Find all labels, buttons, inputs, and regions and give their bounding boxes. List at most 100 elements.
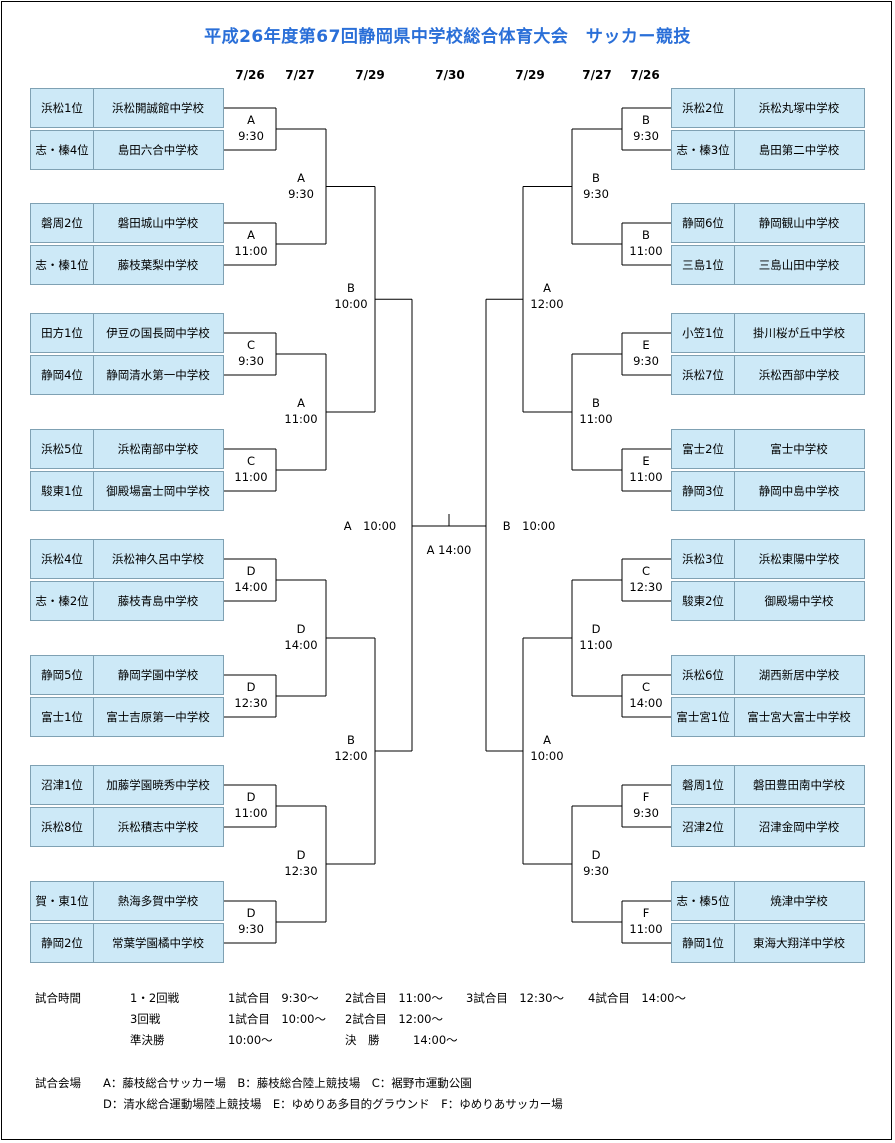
match-venue: D	[246, 680, 256, 694]
match-venue: D	[296, 848, 306, 862]
match-venue: B	[592, 396, 600, 410]
match-time: 9:30	[238, 129, 264, 143]
footer-venue-line2: D：清水総合運動場陸上競技場 E：ゆめりあ多目的グラウンド F：ゆめりあサッカー…	[103, 1097, 563, 1111]
team-school: 三島山田中学校	[758, 258, 840, 272]
team-school: 静岡学園中学校	[117, 668, 199, 682]
team-school: 加藤学園暁秀中学校	[106, 778, 210, 792]
footer-round3-game2: 2試合目 12:00～	[345, 1012, 443, 1026]
match-venue: D	[246, 790, 256, 804]
team-row: 浜松4位浜松神久呂中学校	[30, 539, 224, 579]
team-row: 静岡5位静岡学園中学校	[30, 655, 224, 695]
team-school: 浜松東陽中学校	[758, 552, 840, 566]
team-rank: 志・榛3位	[672, 131, 735, 169]
match-venue: B	[642, 228, 650, 242]
team-school: 富士中学校	[770, 442, 828, 456]
team-school: 浜松開誠館中学校	[112, 101, 204, 115]
team-rank: 駿東2位	[672, 582, 735, 620]
team-row: 浜松6位 湖西新居中学校	[671, 655, 865, 695]
match-venue: C	[246, 338, 256, 352]
date-right-round3: 7/29	[515, 68, 545, 82]
match-venue: B	[347, 733, 355, 747]
team-rank: 小笠1位	[672, 314, 735, 352]
team-school: 浜松丸塚中学校	[758, 101, 840, 115]
match-venue: B	[642, 113, 650, 127]
team-rank: 富士2位	[672, 430, 735, 468]
date-left-round3: 7/29	[355, 68, 385, 82]
team-rank: 志・榛5位	[672, 882, 735, 920]
team-school: 島田六合中学校	[117, 143, 199, 157]
footer-round12-game2: 2試合目 11:00～	[345, 991, 443, 1005]
match-time: 14:00	[629, 696, 663, 710]
match-time: 9:30	[288, 186, 314, 201]
team-rank: 磐周1位	[672, 766, 735, 804]
match-venue: D	[296, 622, 306, 636]
team-row: 磐周2位磐田城山中学校	[30, 203, 224, 243]
date-right-round2: 7/27	[582, 68, 612, 82]
footer-semifinal-time: 10:00～	[228, 1033, 273, 1047]
team-school: 御殿場中学校	[764, 594, 834, 608]
match-time: 9:30	[583, 864, 609, 878]
team-rank: 富士1位	[31, 698, 94, 736]
team-row: 富士2位 富士中学校	[671, 429, 865, 469]
team-rank: 浜松2位	[672, 89, 735, 127]
semifinal-left-label: A 10:00	[343, 519, 397, 533]
team-row: 静岡2位常葉学園橘中学校	[30, 923, 224, 963]
team-row: 志・榛2位藤枝青島中学校	[30, 581, 224, 621]
match-venue: A	[297, 170, 305, 185]
team-school: 藤枝青島中学校	[117, 594, 199, 608]
team-rank: 静岡3位	[672, 472, 735, 510]
match-time: 9:30	[633, 129, 659, 143]
team-rank: 磐周2位	[31, 204, 94, 242]
team-row: 賀・東1位熱海多賀中学校	[30, 881, 224, 921]
team-rank: 浜松6位	[672, 656, 735, 694]
team-row: 浜松3位 浜松東陽中学校	[671, 539, 865, 579]
team-school: 静岡中島中学校	[758, 484, 840, 498]
match-time: 9:30	[633, 354, 659, 368]
team-rank: 沼津2位	[672, 808, 735, 846]
match-time: 11:00	[234, 470, 268, 484]
team-school: 静岡観山中学校	[758, 216, 840, 230]
team-rank: 静岡6位	[672, 204, 735, 242]
match-time: 14:00	[284, 638, 318, 652]
footer-round12-label: 1・2回戦	[130, 991, 180, 1005]
match-time: 9:30	[633, 806, 659, 820]
team-row: 駿東1位御殿場富士岡中学校	[30, 471, 224, 511]
match-venue: F	[642, 790, 650, 804]
footer-final-time: 14:00～	[413, 1033, 458, 1047]
match-venue: B	[592, 170, 600, 185]
footer-round12-game4: 4試合目 14:00～	[588, 991, 686, 1005]
team-row: 静岡1位東海大翔洋中学校	[671, 923, 865, 963]
team-row: 静岡3位 静岡中島中学校	[671, 471, 865, 511]
match-venue: D	[591, 848, 601, 862]
team-rank: 浜松3位	[672, 540, 735, 578]
team-rank: 静岡1位	[672, 924, 735, 962]
team-row: 志・榛5位焼津中学校	[671, 881, 865, 921]
footer-venue-line1: A：藤枝総合サッカー場 B：藤枝総合陸上競技場 C：裾野市運動公園	[103, 1076, 472, 1090]
footer-venue-label: 試合会場	[35, 1076, 81, 1090]
team-row: 志・榛4位島田六合中学校	[30, 130, 224, 170]
team-rank: 浜松1位	[31, 89, 94, 127]
footer-round12-game1: 1試合目 9:30～	[228, 991, 319, 1005]
team-rank: 駿東1位	[31, 472, 94, 510]
footer-round3-game1: 1試合目 10:00～	[228, 1012, 326, 1026]
team-school: 掛川桜が丘中学校	[753, 326, 845, 340]
match-venue: A	[543, 733, 551, 747]
match-time: 11:00	[284, 412, 318, 426]
match-venue: A	[543, 281, 551, 296]
match-time: 9:30	[238, 922, 264, 936]
match-venue: C	[641, 680, 651, 694]
team-rank: 賀・東1位	[31, 882, 94, 920]
team-school: 島田第二中学校	[758, 143, 840, 157]
team-rank: 沼津1位	[31, 766, 94, 804]
semifinal-right-label: B 10:00	[502, 519, 556, 533]
match-time: 11:00	[629, 922, 663, 936]
team-row: 志・榛1位藤枝葉梨中学校	[30, 245, 224, 285]
match-time: 11:00	[629, 470, 663, 484]
footer-semifinal-label: 準決勝	[130, 1033, 165, 1047]
team-school: 富士宮大富士中学校	[747, 710, 851, 724]
team-school: 湖西新居中学校	[758, 668, 840, 682]
team-rank: 田方1位	[31, 314, 94, 352]
footer-round3-label: 3回戦	[130, 1012, 161, 1026]
date-left-round1: 7/26	[235, 68, 265, 82]
match-time: 11:00	[629, 244, 663, 258]
